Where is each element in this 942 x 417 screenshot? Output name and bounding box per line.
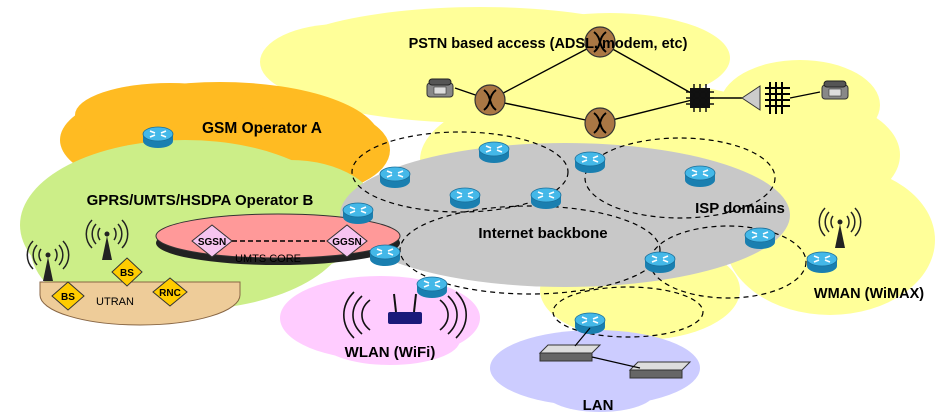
sgsn-label: SGSN xyxy=(198,237,226,248)
phone-icon xyxy=(426,78,454,98)
router-icon xyxy=(684,165,716,188)
internet-backbone-cloud xyxy=(340,143,790,287)
router-icon xyxy=(416,276,448,299)
lan-switch-icon xyxy=(628,361,692,379)
switch-icon xyxy=(474,84,506,116)
router-icon xyxy=(574,312,606,335)
wman-label: WMAN (WiMAX) xyxy=(814,286,924,302)
ggsn-node xyxy=(326,224,368,258)
isp-domains-label: ISP domains xyxy=(695,200,785,217)
switch-icon xyxy=(584,107,616,139)
internet-backbone-label: Internet backbone xyxy=(478,225,607,242)
router-icon xyxy=(142,126,174,149)
bs-label: BS xyxy=(120,268,134,279)
router-icon xyxy=(644,251,676,274)
router-icon xyxy=(530,187,562,210)
utran-label: UTRAN xyxy=(96,296,134,308)
router-icon xyxy=(744,227,776,250)
lan-cloud xyxy=(490,330,700,412)
umts-core-label: UMTS CORE xyxy=(235,253,301,265)
phone-icon xyxy=(821,80,849,100)
lan-switch-icon xyxy=(538,344,602,362)
ggsn-label: GGSN xyxy=(332,237,361,248)
router-icon xyxy=(806,251,838,274)
dslam-chip-icon xyxy=(686,84,714,112)
router-icon xyxy=(342,202,374,225)
bs-node xyxy=(51,281,85,311)
router-icon xyxy=(478,141,510,164)
rnc-node xyxy=(152,277,188,307)
lan-label: LAN xyxy=(583,397,614,414)
wifi-router-icon xyxy=(343,291,467,339)
router-icon xyxy=(574,151,606,174)
sgsn-node xyxy=(191,224,233,258)
rnc-label: RNC xyxy=(159,288,181,299)
bs-node xyxy=(111,257,143,287)
router-icon xyxy=(449,187,481,210)
bs-label: BS xyxy=(61,292,75,303)
wlan-label: WLAN (WiFi) xyxy=(345,344,436,361)
router-icon xyxy=(379,166,411,189)
splitter-icon xyxy=(741,82,790,114)
lan-links xyxy=(574,327,641,369)
gprs-label: GPRS/UMTS/HSDPA Operator B xyxy=(87,192,314,209)
router-icon xyxy=(369,244,401,267)
pstn-label: PSTN based access (ADSL, modem, etc) xyxy=(409,36,688,52)
gsm-label: GSM Operator A xyxy=(202,120,322,137)
utran-region xyxy=(39,281,241,326)
